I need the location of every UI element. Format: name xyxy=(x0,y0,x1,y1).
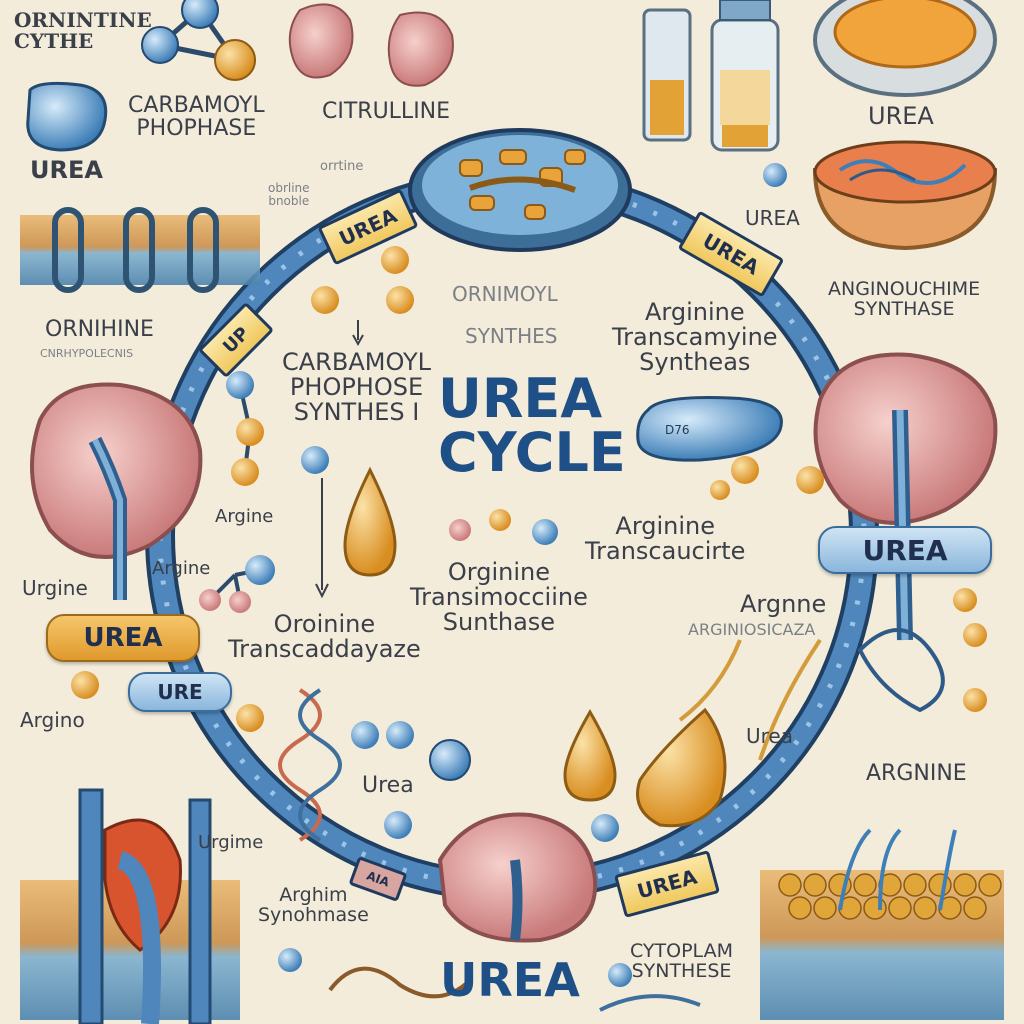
label-arghim-synhase: Arghim Synohmase xyxy=(258,884,369,926)
label-urgine: Urgine xyxy=(22,576,88,600)
title-line-2: CYCLE xyxy=(438,421,626,484)
label-synthes: SYNTHES xyxy=(465,324,558,348)
membrane-strips xyxy=(20,215,1004,1020)
orange-bowl-right xyxy=(812,140,998,251)
beads xyxy=(71,163,987,987)
vials-top xyxy=(642,0,780,152)
dna-squiggles xyxy=(278,628,957,1012)
label-argine-left-2: Argine xyxy=(152,558,211,579)
pill-urea-left-orange: UREA xyxy=(46,614,200,662)
kidney-left xyxy=(30,382,203,600)
label-urea-right-small: UREA xyxy=(745,206,800,230)
label-ornimoyl: ORNIMOYL xyxy=(452,282,558,306)
label-d76: D76 xyxy=(665,423,690,437)
label-ornintine-cythe: ORNINTINE CYTHE xyxy=(14,8,152,53)
membrane-channels xyxy=(52,207,219,293)
label-citrulline: CITRULLINE xyxy=(322,99,451,124)
label-urea-mid-right: Urea xyxy=(746,724,793,748)
label-anginouchime-synthase: ANGINOUCHIME SYNTHASE xyxy=(828,278,981,320)
label-carbamoyl-phophose: CARBAMOYL PHOPHOSE SYNTHES I xyxy=(282,348,432,427)
mitochondria-top-left xyxy=(26,81,108,152)
label-small-garble-2: CNRHYPOLECNIS xyxy=(40,347,134,360)
granules-bottom-right xyxy=(778,873,1002,920)
molecule-chain-left xyxy=(199,371,275,613)
label-argino: Argino xyxy=(20,708,85,732)
kidney-bottom xyxy=(437,812,598,943)
petri-dish-top xyxy=(408,128,632,252)
label-urea-top-right: UREA xyxy=(868,102,934,130)
orange-dish-top-right xyxy=(813,0,997,97)
label-ornihine: ORNIHINE xyxy=(45,317,154,342)
label-urea-bottom: UREA xyxy=(440,953,580,1007)
center-drops xyxy=(315,320,822,828)
label-urgime: Urgime xyxy=(198,832,264,853)
label-urea-mid: Urea xyxy=(362,773,414,798)
capsule-right xyxy=(636,396,783,462)
molecule-top-left xyxy=(141,0,256,81)
kidney-top xyxy=(288,3,454,87)
label-oroinine-transcaddayaze: Oroinine Transcaddayaze xyxy=(228,610,421,664)
kidney-right xyxy=(813,352,998,641)
label-arginine-transcamyine: Arginine Transcamyine Syntheas xyxy=(612,298,778,377)
label-argnne: Argnne xyxy=(740,590,827,618)
label-carbamoyl-phophase: CARBAMOYL PHOPHASE xyxy=(128,93,265,142)
label-arginiosicaza: ARGINIOSICAZA xyxy=(688,620,816,639)
pill-urea-right-blue: UREA xyxy=(818,526,992,574)
label-orginine-transimocciine: Orginine Transimocciine Sunthase xyxy=(410,558,588,637)
label-arginine-transcaucirte: Arginine Transcaucirte xyxy=(585,512,746,566)
heart-vessels xyxy=(78,788,212,1024)
pill-ure-left-blue: URE xyxy=(128,672,232,712)
label-argine-left: Argine xyxy=(215,506,274,527)
label-urea-top-left: UREA xyxy=(30,156,103,184)
title-line-1: UREA xyxy=(438,367,603,430)
label-small-garble-1: obrline bnoble xyxy=(268,181,310,208)
label-orrtine: orrtine xyxy=(320,159,364,174)
label-cytoplam-synthese: CYTOPLAM SYNTHESE xyxy=(630,940,733,982)
label-argnine: ARGNINE xyxy=(866,761,967,786)
